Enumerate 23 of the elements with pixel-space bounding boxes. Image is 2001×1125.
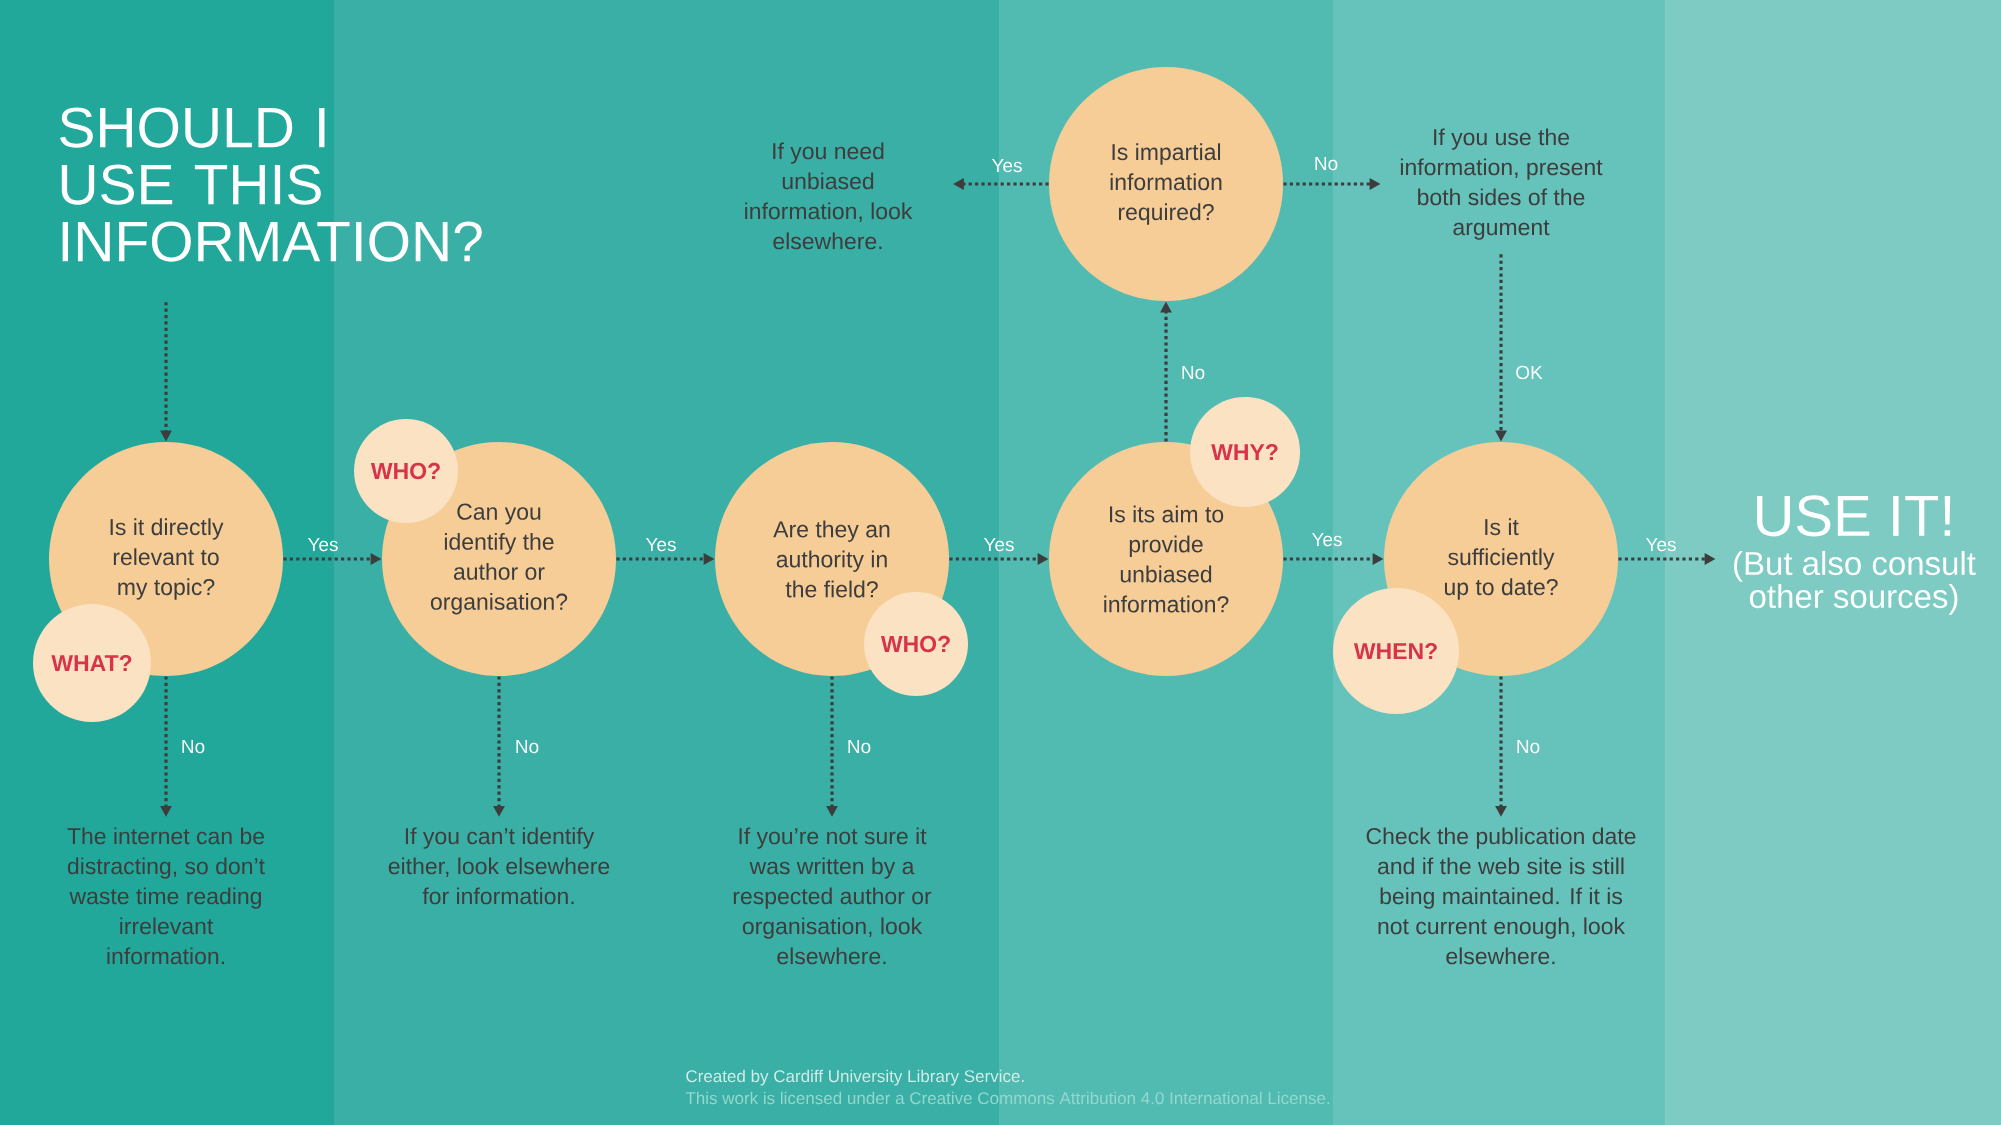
result-text: USE IT! (But also consult other sources)	[1734, 495, 1976, 615]
advice-text: If you need unbiased information, look elsewhere.	[745, 142, 913, 250]
edge-label: No	[1182, 365, 1205, 380]
edge-label: Yes	[1645, 537, 1676, 552]
edge-label: Yes	[645, 537, 676, 552]
advice-text: Check the publication date and if the web site is still being maintained. If it is not current enough, look elsewhere.	[1366, 827, 1636, 965]
edge-label: Yes	[983, 537, 1014, 552]
edge-label: No	[1315, 156, 1338, 171]
edge-label: No	[848, 739, 871, 754]
title: SHOULD I USE THIS INFORMATION?	[60, 107, 482, 262]
edge-label: Yes	[307, 537, 338, 552]
advice-text: If you use the information, present both sides of the argument	[1400, 128, 1603, 240]
edge-label: Yes	[1311, 532, 1342, 547]
edge-label: No	[516, 739, 539, 754]
edge-label: No	[182, 739, 205, 754]
advice-text: If you can’t identify either, look elsewhere for information.	[388, 827, 610, 905]
edge-label: No	[1517, 739, 1540, 754]
advice-text: The internet can be distracting, so don’t waste time reading irrelevant information.	[67, 827, 265, 965]
advice-text: If you’re not sure it was written by a respected author or organisation, look elsewhere.	[733, 827, 932, 965]
credit-text: This work is licensed under a Creative Commons Attribution 4.0 International License.	[685, 1091, 1330, 1105]
credit-text: Created by Cardiff University Library Service.	[686, 1069, 1024, 1086]
edge-label: Yes	[991, 158, 1022, 173]
edge-label: OK	[1516, 365, 1543, 380]
